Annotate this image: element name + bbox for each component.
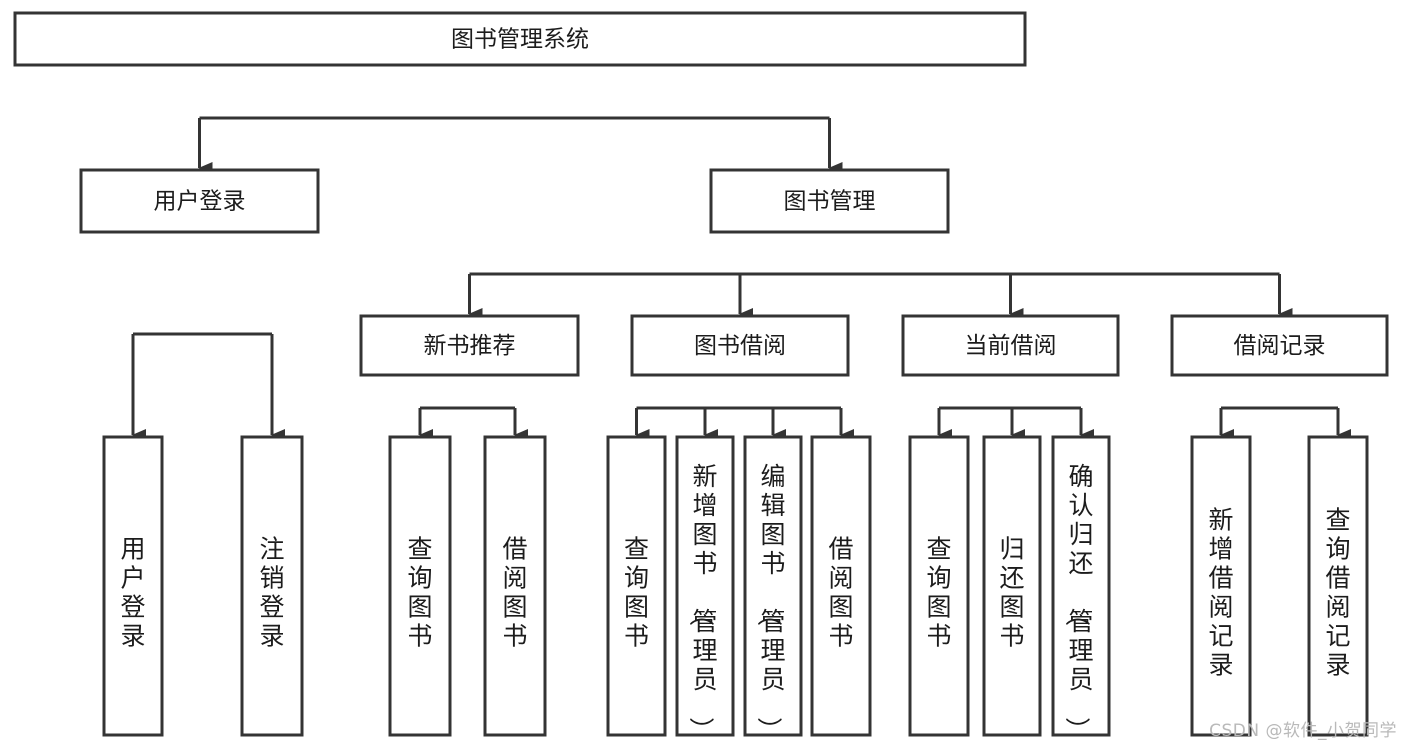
node-borrow-record-label: 借阅记录 — [1234, 333, 1326, 359]
node-leaf-add-record[interactable]: 新增借阅记录 — [1190, 435, 1252, 737]
node-root-label: 图书管理系统 — [451, 27, 589, 53]
node-leaf-confirm-return-box[interactable] — [1051, 435, 1111, 737]
node-book-borrow[interactable]: 图书借阅 — [630, 314, 850, 377]
node-leaf-query-record[interactable]: 查询借阅记录 — [1307, 435, 1369, 737]
node-leaf-borrow-book-1-label: 借阅图书 — [502, 535, 527, 651]
node-borrow-record[interactable]: 借阅记录 — [1170, 314, 1389, 377]
node-leaf-borrow-book-2-box[interactable] — [810, 435, 872, 737]
node-book-manage[interactable]: 图书管理 — [709, 168, 950, 234]
node-leaf-user-login[interactable]: 用户登录 — [102, 435, 164, 737]
node-leaf-return-book-label: 归还图书 — [999, 535, 1024, 651]
node-leaf-user-logout[interactable]: 注销登录 — [240, 435, 304, 737]
node-leaf-return-book-box[interactable] — [982, 435, 1042, 737]
node-leaf-query-record-label: 查询借阅记录 — [1325, 506, 1350, 680]
node-book-borrow-label: 图书借阅 — [694, 333, 786, 359]
node-borrow-record-box[interactable] — [1170, 314, 1389, 377]
node-current-borrow-box[interactable] — [901, 314, 1120, 377]
node-leaf-add-book-label: 新增图书（管理员） — [686, 462, 717, 742]
node-new-book-recommend[interactable]: 新书推荐 — [359, 314, 580, 377]
node-leaf-add-record-label: 新增借阅记录 — [1208, 506, 1233, 680]
node-layer: 图书管理系统用户登录图书管理新书推荐图书借阅当前借阅借阅记录用户登录注销登录查询… — [13, 11, 1389, 742]
csdn-watermark: CSDN @软件_小贺同学 — [1209, 721, 1397, 741]
node-leaf-add-book[interactable]: 新增图书（管理员） — [675, 435, 735, 742]
node-leaf-query-book-2-box[interactable] — [606, 435, 667, 737]
node-leaf-return-book[interactable]: 归还图书 — [982, 435, 1042, 737]
node-leaf-user-login-label: 用户登录 — [120, 535, 145, 651]
node-book-manage-box[interactable] — [709, 168, 950, 234]
node-leaf-confirm-return[interactable]: 确认归还（管理员） — [1051, 435, 1111, 742]
node-leaf-query-book-2[interactable]: 查询图书 — [606, 435, 667, 737]
node-leaf-borrow-book-2-label: 借阅图书 — [828, 535, 853, 651]
node-leaf-user-login-box[interactable] — [102, 435, 164, 737]
node-leaf-query-book-3-box[interactable] — [908, 435, 970, 737]
node-leaf-query-book-2-label: 查询图书 — [624, 535, 649, 651]
node-leaf-user-logout-label: 注销登录 — [259, 535, 284, 651]
node-leaf-query-book-1-label: 查询图书 — [407, 535, 432, 651]
node-root-box[interactable] — [13, 11, 1027, 67]
node-leaf-borrow-book-2[interactable]: 借阅图书 — [810, 435, 872, 737]
node-leaf-add-book-box[interactable] — [675, 435, 735, 737]
node-user-login[interactable]: 用户登录 — [79, 168, 320, 234]
node-leaf-query-book-3-label: 查询图书 — [926, 535, 951, 651]
node-user-login-label: 用户登录 — [154, 189, 246, 215]
node-new-book-recommend-label: 新书推荐 — [424, 333, 516, 359]
node-leaf-edit-book-box[interactable] — [743, 435, 803, 737]
node-leaf-add-record-box[interactable] — [1190, 435, 1252, 737]
node-leaf-user-logout-box[interactable] — [240, 435, 304, 737]
node-book-manage-label: 图书管理 — [784, 189, 876, 215]
node-leaf-confirm-return-label: 确认归还（管理员） — [1062, 462, 1093, 742]
node-current-borrow-label: 当前借阅 — [965, 333, 1057, 359]
node-leaf-query-book-3[interactable]: 查询图书 — [908, 435, 970, 737]
node-leaf-edit-book-label: 编辑图书（管理员） — [754, 462, 785, 742]
node-book-borrow-box[interactable] — [630, 314, 850, 377]
node-current-borrow[interactable]: 当前借阅 — [901, 314, 1120, 377]
node-user-login-box[interactable] — [79, 168, 320, 234]
node-leaf-query-book-1-box[interactable] — [388, 435, 452, 737]
node-leaf-query-book-1[interactable]: 查询图书 — [388, 435, 452, 737]
node-leaf-edit-book[interactable]: 编辑图书（管理员） — [743, 435, 803, 742]
node-leaf-borrow-book-1-box[interactable] — [483, 435, 547, 737]
node-new-book-recommend-box[interactable] — [359, 314, 580, 377]
node-root[interactable]: 图书管理系统 — [13, 11, 1027, 67]
node-leaf-query-record-box[interactable] — [1307, 435, 1369, 737]
connector-layer — [133, 118, 1351, 441]
node-leaf-borrow-book-1[interactable]: 借阅图书 — [483, 435, 547, 737]
